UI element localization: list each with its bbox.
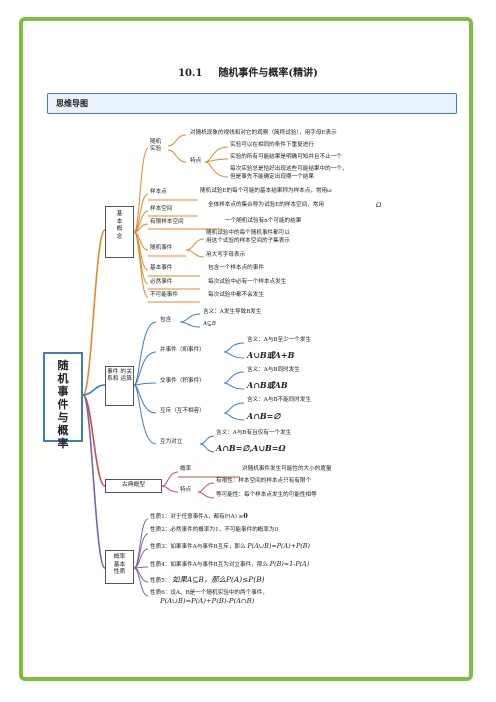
inclusion-meaning: 含义：A发生导致B发生 [203, 309, 262, 315]
experiment-label: 随机 实验 [150, 139, 162, 152]
node-char: 关 [126, 369, 133, 375]
classical-equal: 等可能性：每个样本点发生的可能性相等 [216, 492, 317, 498]
classical-finite: 有限性：样本空间的样本点只有有限个 [216, 478, 312, 484]
node-char: 基 [116, 211, 123, 217]
section-heading: 思维导图 [56, 98, 88, 108]
node-char: 事 [106, 369, 113, 375]
page-frame [19, 17, 473, 681]
property-1: 性质1：对于任意事件A，都有P(A) ≥0 [150, 512, 248, 521]
inclusion-label: 包含 [160, 317, 172, 323]
sample-point-text: 随机试验E的每个可能的基本结果称为样本点，常用ω [200, 188, 332, 194]
mutually-exclusive-formula: A∩B=∅ [247, 411, 281, 421]
node-char: 运 [120, 375, 127, 382]
elementary-event-label: 基本事件 [150, 265, 173, 271]
property-4-formula: P(B)=1-P(A) [269, 560, 310, 568]
experiment-feature-4: 但是事先不能确定出现哪一个结果 [230, 174, 314, 180]
root-node: 随 机 事 件 与 概 率 [43, 352, 83, 450]
random-event-notation: 用大写字母表示 [206, 252, 246, 258]
property-6: 性质6：设A、B是一个随机实验中的两个事件， P(A∪B)=P(A)+P(B)-… [150, 590, 268, 605]
experiment-feature-2: 实验的所有可能结果是明确可知并且不止一个 [230, 154, 342, 160]
sample-point-label: 样本点 [150, 189, 167, 195]
sample-space-symbol: Ω [376, 201, 382, 209]
property-6-text: 性质6：设A、B是一个随机实验中的两个事件， [150, 590, 268, 596]
properties-node: 概率 基本 性质 [105, 550, 134, 584]
sample-space-label: 样本空间 [150, 206, 173, 212]
union-meaning: 含义：A与B至少一个发生 [247, 337, 312, 343]
node-char: 的 [120, 369, 127, 375]
inclusion-formula: A⊆B [203, 321, 216, 327]
root-char: 与 [57, 411, 69, 424]
certain-event-text: 每次试验中必有一个样本点发生 [208, 279, 287, 285]
impossible-event-label: 不可能事件 [150, 292, 178, 298]
sample-space-text: 全体样本点的集合称为试验E的样本空间，常用 [208, 202, 324, 208]
root-char: 事 [57, 385, 69, 398]
property-2-text: 性质2：必然事件的概率为1，不可能事件的概率为0 [150, 527, 279, 533]
property-5: 性质5： 如果A⊆B，那么P(A)≤P(B) [150, 575, 264, 585]
experiment-definition: 对随机现象的视线和对它的观察（简称试验），用字母E表示 [190, 130, 337, 136]
node-char: 和 [112, 375, 119, 382]
intersection-label: 交事件（积事件） [160, 378, 205, 384]
section-heading-bar: 思维导图 [47, 93, 457, 114]
root-char: 机 [57, 372, 69, 385]
node-char: 系 [106, 375, 113, 382]
node-char: 本 [116, 218, 123, 225]
property-5-formula: 如果A⊆B，那么P(A)≤P(B) [172, 575, 265, 584]
root-char: 概 [57, 424, 69, 437]
classical-node: 古典概型 [105, 479, 162, 493]
intersection-formula: A∩B或AB [247, 380, 288, 390]
root-char: 随 [57, 359, 69, 372]
property-5-text: 性质5： [150, 578, 171, 584]
union-formula: A∪B或A+B [247, 350, 295, 360]
classical-probability-text: 对随机事件发生可能性的大小的度量 [242, 466, 332, 472]
title-number: 10.1 [178, 68, 203, 79]
property-6-formula: P(A∪B)=P(A)+P(B)-P(A∩B) [160, 596, 255, 605]
random-event-line-2: 用这个试验的样本空间的子集表示 [206, 238, 290, 244]
classical-probability-label: 概率 [180, 466, 192, 472]
relations-node: 事件 的关 系和 运算 [105, 366, 134, 406]
node-char: 算 [126, 375, 133, 382]
finite-space-text: 一个随机试验有n个可能的结果 [225, 218, 302, 224]
property-2: 性质2：必然事件的概率为1，不可能事件的概率为0 [150, 527, 278, 534]
elementary-event-text: 包含一个样本点的事件 [208, 265, 264, 271]
basic-concepts-node: 基 本 概 念 [105, 206, 134, 258]
page-title: 10.1 随机事件与概率(精讲) [0, 64, 496, 79]
complementary-meaning: 含义：A与B有且仅有一个发生 [216, 430, 292, 436]
union-label: 并事件（和事件） [160, 347, 205, 353]
random-event-line-1: 随机试验中的每个随机事件都可以 [206, 230, 290, 236]
property-4-text: 性质4：如果事件A与事件B互为对立事件，那么 [150, 562, 268, 568]
node-char: 念 [116, 233, 123, 240]
property-3: 性质3：如果事件A与事件B互斥，那么 P(A∪B)=P(A)+P(B) [150, 542, 310, 551]
finite-space-label: 有限样本空间 [150, 219, 184, 225]
mutually-exclusive-meaning: 含义：A与B不能同时发生 [247, 397, 312, 403]
complementary-formula: A∩B=∅,A∪B=Ω [216, 443, 286, 453]
property-4: 性质4：如果事件A与事件B互为对立事件，那么 P(B)=1-P(A) [150, 560, 309, 569]
certain-event-label: 必然事件 [150, 279, 173, 285]
root-char: 率 [57, 437, 69, 450]
root-char: 件 [57, 398, 69, 411]
impossible-event-text: 每次试验中都不会发生 [208, 292, 264, 298]
title-text: 随机事件与概率(精讲) [218, 68, 318, 79]
complementary-label: 互为对立 [160, 439, 183, 445]
property-1-text: 性质1：对于任意事件A，都有P(A) ≥ [150, 514, 244, 520]
node-char: 概 [116, 226, 123, 233]
random-event-label: 随机事件 [150, 245, 173, 251]
property-3-formula: P(A∪B)=P(A)+P(B) [247, 542, 310, 550]
node-char: 件 [112, 369, 119, 375]
experiment-feature-3: 每次实验总是恰好出现这些可能结果中的一个， [230, 166, 348, 172]
experiment-feature-1: 实验可以在相同的条件下重复进行 [230, 142, 314, 148]
intersection-meaning: 含义：A与B同时发生 [247, 367, 300, 373]
property-1-formula: 0 [243, 512, 248, 520]
property-3-text: 性质3：如果事件A与事件B互斥，那么 [150, 544, 246, 550]
classical-features-label: 特点 [180, 487, 192, 493]
experiment-feature-label: 特点 [190, 158, 202, 164]
mutually-exclusive-label: 互斥（互不相容） [160, 408, 205, 414]
